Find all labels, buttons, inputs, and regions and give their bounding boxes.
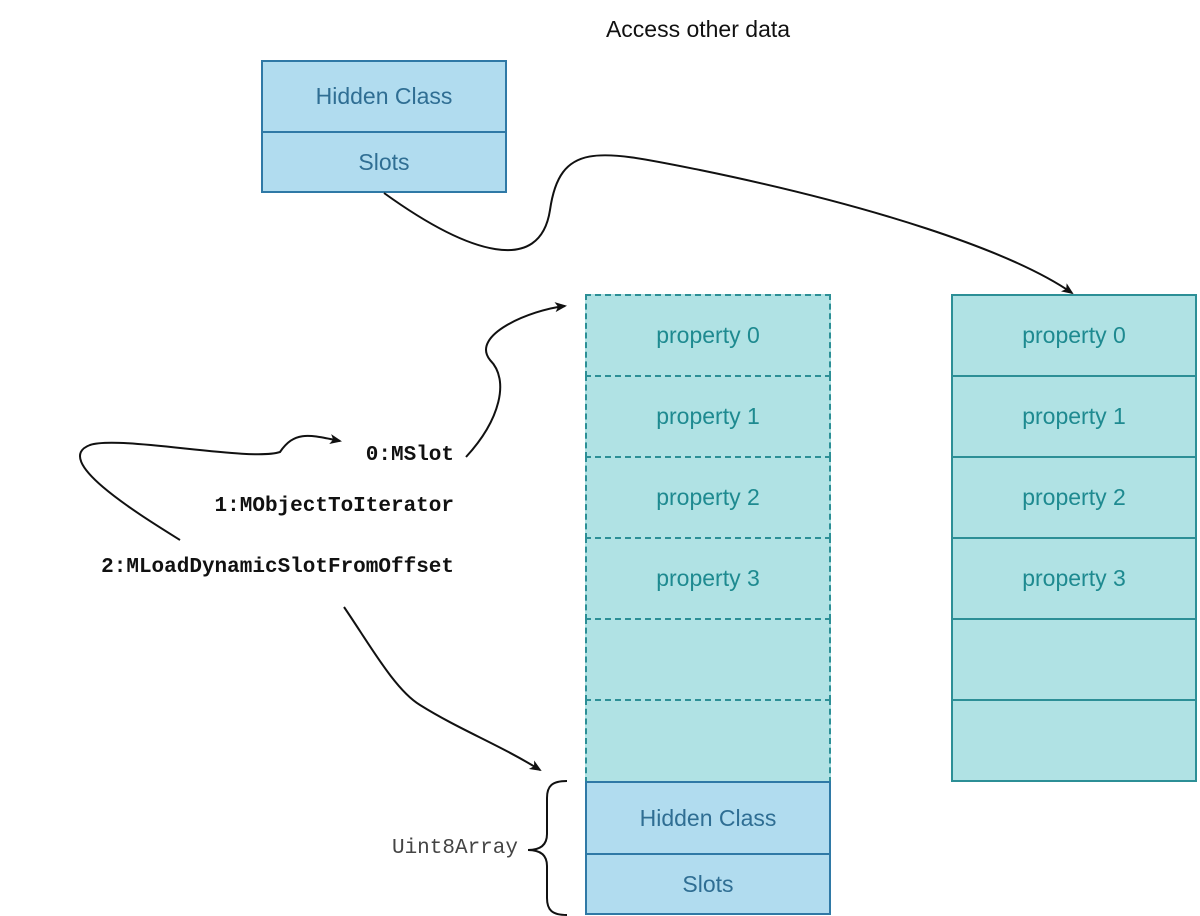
left-slot-empty-4 [585,618,831,701]
right-slot-empty-5 [951,699,1197,782]
right-slot-empty-4 [951,618,1197,701]
right-slot-property-0: property 0 [951,294,1197,377]
arrow-loop-to-mslot [79,434,342,541]
diagram-title: Access other data [605,16,791,42]
op-mslot: 0:MSlot [365,444,454,467]
top-object-hidden-class: Hidden Class [261,60,507,133]
op-mload-dynamic-slot-from-offset: 2:MLoadDynamicSlotFromOffset [101,556,454,579]
left-slot-property-3: property 3 [585,537,831,620]
top-object-slots: Slots [261,131,507,193]
arrow-slots-to-right-properties [383,154,1074,295]
right-slot-property-1: property 1 [951,375,1197,458]
op-mobject-to-iterator: 1:MObjectToIterator [214,495,454,518]
left-slot-property-2: property 2 [585,456,831,539]
typed-array-brace [527,780,568,916]
typed-array-slots: Slots [585,853,831,915]
typed-array-hidden-class: Hidden Class [585,781,831,855]
arrow-mslot-to-left-properties [465,302,567,458]
arrow-load-to-typed-array [343,606,542,772]
left-slot-empty-5 [585,699,831,783]
typed-array-label: Uint8Array [391,837,518,860]
